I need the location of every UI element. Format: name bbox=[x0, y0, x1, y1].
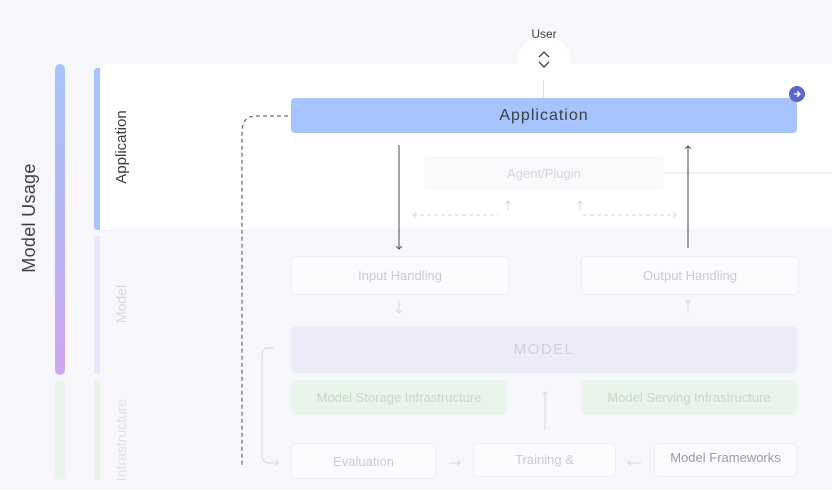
model-storage-node[interactable]: Model Storage Infrastructure bbox=[291, 380, 507, 415]
chevron-up-icon[interactable] bbox=[536, 49, 552, 59]
user-connector bbox=[543, 80, 544, 98]
application-node[interactable]: Application bbox=[291, 98, 797, 133]
layer-divider bbox=[100, 230, 832, 231]
tab-infrastructure-indicator[interactable] bbox=[94, 380, 100, 480]
input-handling-node[interactable]: Input Handling bbox=[291, 256, 509, 295]
tab-model-indicator[interactable] bbox=[94, 236, 100, 374]
model-node[interactable]: MODEL bbox=[291, 326, 797, 373]
application-layer-panel bbox=[100, 64, 832, 230]
eval-feedback-bracket bbox=[261, 347, 279, 467]
agent-connector-line bbox=[664, 172, 832, 174]
arrow-right-circle-icon[interactable] bbox=[789, 86, 805, 102]
model-usage-bar bbox=[55, 64, 65, 375]
output-handling-node[interactable]: Output Handling bbox=[581, 256, 799, 295]
chevron-down-icon[interactable] bbox=[536, 60, 552, 70]
connector-layer bbox=[241, 115, 692, 467]
user-label: User bbox=[531, 27, 557, 41]
model-serving-node[interactable]: Model Serving Infrastructure bbox=[581, 380, 797, 415]
agent-plugin-node[interactable]: Agent/Plugin bbox=[424, 156, 664, 190]
user-node[interactable] bbox=[518, 36, 570, 84]
infrastructure-usage-bar bbox=[55, 380, 65, 480]
tab-application-indicator[interactable] bbox=[94, 68, 100, 230]
feedback-dashed-path bbox=[241, 115, 288, 467]
